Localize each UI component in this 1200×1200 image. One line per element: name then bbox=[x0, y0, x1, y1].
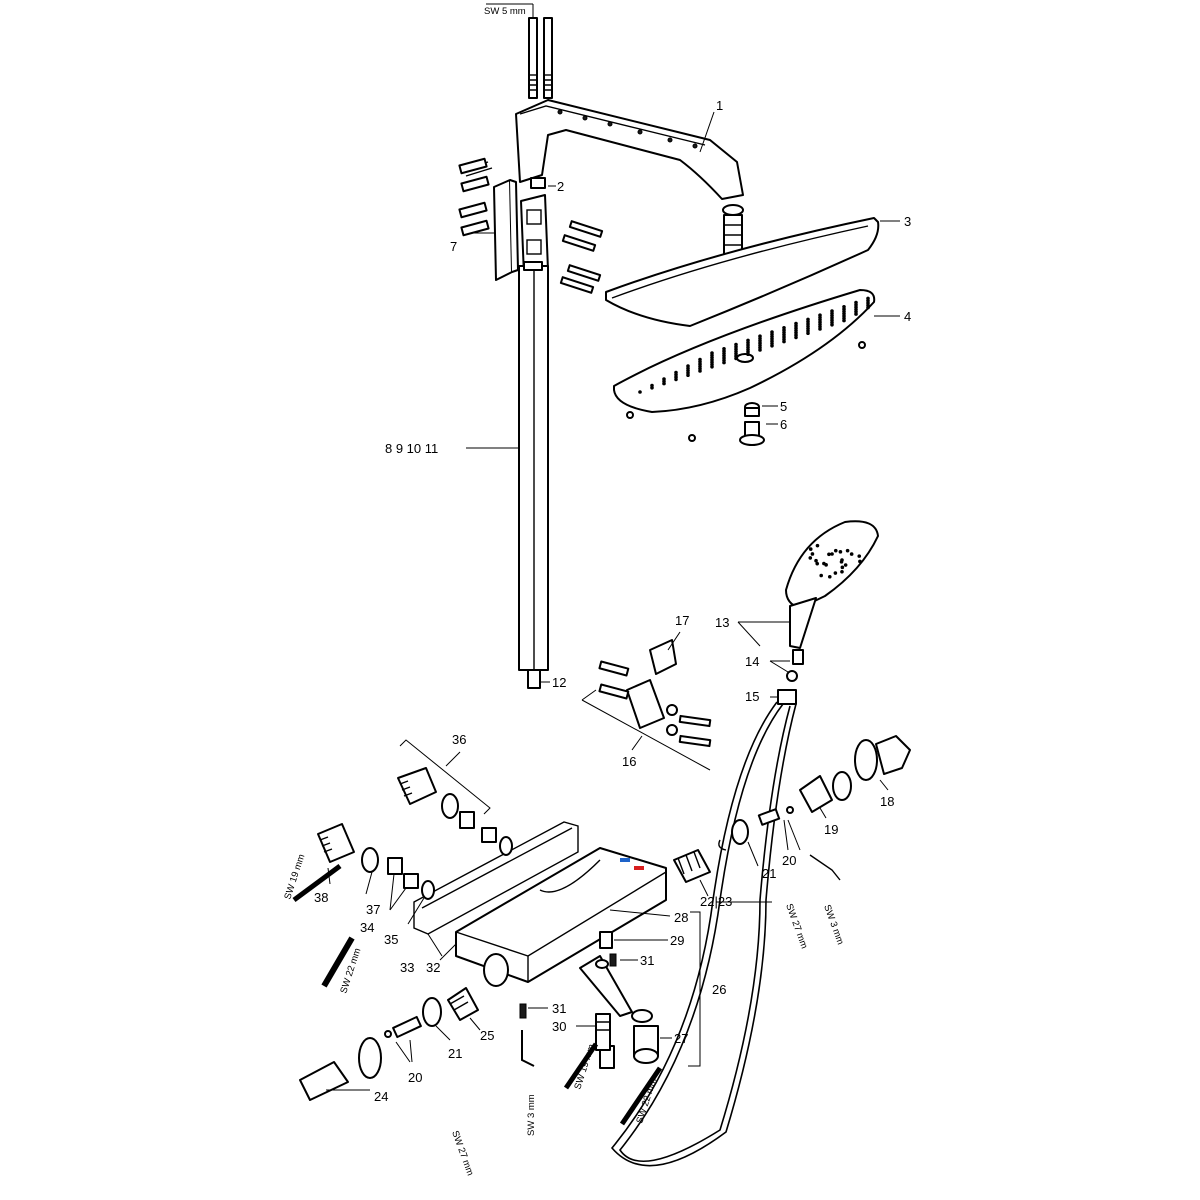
callout-16: 16 bbox=[622, 754, 636, 769]
wall-bracket: 7 bbox=[450, 157, 519, 281]
callout-2: 2 bbox=[557, 179, 564, 194]
sw19b-label: SW 19 mm bbox=[572, 1043, 597, 1091]
callout-14: 14 bbox=[745, 654, 759, 669]
callout-33: 33 bbox=[400, 960, 414, 975]
hand-shower-holder: 17 16 bbox=[581, 613, 712, 771]
thermostat-body: 28 29 31 bbox=[455, 847, 688, 1017]
callout-8-11: 8 9 10 11 bbox=[385, 441, 438, 456]
left-inlet-parts: 38 37 34 35 SW 19 mm SW 22 mm bbox=[282, 823, 435, 995]
sw27a-label: SW 27 mm bbox=[783, 902, 809, 950]
callout-17: 17 bbox=[675, 613, 689, 628]
parts-5-6: 5 6 bbox=[739, 399, 787, 446]
hot-indicator-icon bbox=[634, 866, 644, 870]
callout-20b: 20 bbox=[782, 853, 796, 868]
callout-38: 38 bbox=[314, 890, 328, 905]
callout-21b: 21 bbox=[762, 866, 776, 881]
callout-21a: 21 bbox=[448, 1046, 462, 1061]
callout-26: 26 bbox=[712, 982, 726, 997]
sw27b-label: SW 27 mm bbox=[449, 1129, 475, 1177]
callout-15: 15 bbox=[745, 689, 759, 704]
callout-37: 37 bbox=[366, 902, 380, 917]
callout-12: 12 bbox=[552, 675, 566, 690]
callout-36: 36 bbox=[452, 732, 466, 747]
callout-19: 19 bbox=[824, 822, 838, 837]
callout-28: 28 bbox=[674, 910, 688, 925]
sw3a-label: SW 3 mm bbox=[821, 903, 846, 946]
overhead-shower: 3 bbox=[605, 214, 911, 327]
callout-24: 24 bbox=[374, 1089, 388, 1104]
callout-6: 6 bbox=[780, 417, 787, 432]
cold-indicator-icon bbox=[620, 858, 630, 862]
right-side-parts: 18 19 20 21 SW 3 mm bbox=[718, 735, 911, 946]
callout-32: 32 bbox=[426, 960, 440, 975]
spray-plate: 4 bbox=[613, 289, 911, 442]
callout-30: 30 bbox=[552, 1019, 566, 1034]
callout-5: 5 bbox=[780, 399, 787, 414]
callout-25: 25 bbox=[480, 1028, 494, 1043]
callout-29: 29 bbox=[670, 933, 684, 948]
hand-shower: 13 14 bbox=[715, 520, 879, 682]
callout-13: 13 bbox=[715, 615, 729, 630]
callout-4: 4 bbox=[904, 309, 911, 324]
callout-3: 3 bbox=[904, 214, 911, 229]
callout-31b: 31 bbox=[640, 953, 654, 968]
drip-tray: 33 32 bbox=[400, 821, 579, 975]
callout-7: 7 bbox=[450, 239, 457, 254]
check-valve-group: 36 bbox=[397, 732, 513, 856]
overhead-joint bbox=[722, 204, 744, 256]
top-screws: SW 5 mm bbox=[484, 3, 553, 99]
callout-1: 1 bbox=[716, 98, 723, 113]
sw3b-label: SW 3 mm bbox=[526, 1094, 537, 1136]
shower-hose: 15 bbox=[599, 689, 797, 1167]
callout-22-23: 22|23 bbox=[700, 894, 732, 909]
callout-20a: 20 bbox=[408, 1070, 422, 1085]
callout-34: 34 bbox=[360, 920, 374, 935]
sw5-label: SW 5 mm bbox=[484, 6, 526, 17]
spray-nozzles bbox=[638, 296, 870, 394]
callout-18: 18 bbox=[880, 794, 894, 809]
callout-27: 27 bbox=[674, 1031, 688, 1046]
shower-arm: 1 2 bbox=[515, 98, 744, 200]
riser-pipe: 8 9 10 11 12 bbox=[385, 261, 566, 690]
cartridge-22-23: 22|23 SW 27 mm bbox=[673, 849, 810, 950]
callout-35: 35 bbox=[384, 932, 398, 947]
hand-shower-nozzles bbox=[808, 543, 862, 579]
callout-31a: 31 bbox=[552, 1001, 566, 1016]
